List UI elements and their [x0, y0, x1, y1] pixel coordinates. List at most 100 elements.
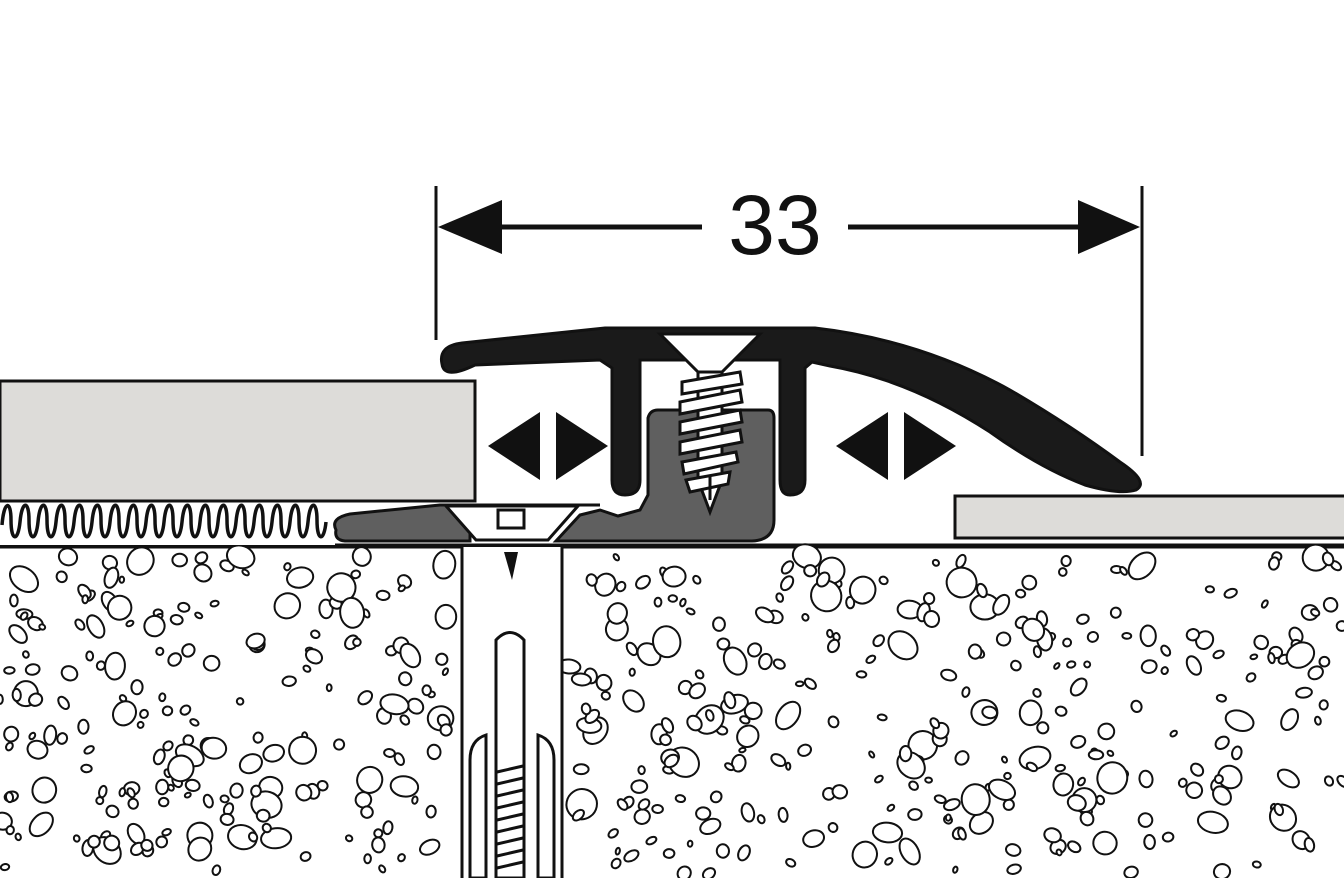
aggregate-pebble — [202, 793, 214, 809]
aggregate-pebble — [1096, 761, 1129, 795]
aggregate-pebble — [1213, 774, 1224, 785]
aggregate-pebble — [126, 546, 155, 576]
aggregate-pebble — [1043, 827, 1062, 844]
aggregate-pebble — [1086, 630, 1099, 643]
aggregate-pebble — [1127, 551, 1157, 581]
aggregate-pebble — [1140, 659, 1158, 674]
aggregate-pebble — [803, 677, 817, 690]
aggregate-pebble — [1130, 699, 1143, 714]
aggregate-pebble — [241, 568, 250, 577]
aggregate-pebble — [794, 680, 805, 688]
aggregate-pebble — [139, 708, 149, 719]
aggregate-pebble — [740, 802, 756, 823]
aggregate-pebble — [158, 692, 167, 703]
aggregate-pebble — [1137, 812, 1154, 828]
aggregate-pebble — [1070, 734, 1087, 749]
aggregate-pebble — [177, 601, 191, 613]
aggregate-pebble — [158, 796, 170, 808]
aggregate-pebble — [379, 693, 410, 716]
aggregate-pebble — [5, 741, 14, 752]
aggregate-pebble — [923, 610, 941, 628]
aggregate-pebble — [5, 825, 15, 836]
aggregate-pebble — [288, 735, 318, 765]
aggregate-pebble — [1196, 810, 1229, 834]
aggregate-pebble — [85, 650, 95, 662]
aggregate-pebble — [1067, 840, 1082, 854]
aggregate-pebble — [397, 584, 406, 593]
aggregate-pebble — [118, 787, 127, 798]
aggregate-pebble — [1021, 617, 1046, 642]
aggregate-pebble — [162, 740, 174, 752]
aggregate-pebble — [981, 705, 999, 720]
aggregate-pebble — [827, 715, 840, 729]
aggregate-pebble — [831, 784, 849, 800]
aggregate-pebble — [425, 804, 437, 819]
aggregate-pebble — [874, 774, 884, 784]
aggregate-pebble — [363, 853, 372, 865]
aggregate-pebble — [344, 834, 354, 843]
aggregate-pebble — [1083, 660, 1092, 669]
aggregate-pebble — [865, 654, 877, 665]
aggregate-pebble — [712, 616, 726, 632]
aggregate-pebble — [57, 547, 79, 567]
aggregate-pebble — [676, 865, 692, 878]
aggregate-pebble — [907, 808, 923, 821]
aggregate-pebble — [316, 779, 329, 792]
aggregate-pebble — [339, 596, 366, 629]
aggregate-pebble — [756, 814, 766, 825]
aggregate-pebble — [1139, 624, 1157, 648]
aggregate-pebble — [872, 634, 885, 648]
aggregate-pebble — [161, 828, 172, 837]
aggregate-pebble — [193, 563, 213, 583]
aggregate-pebble — [1273, 802, 1285, 817]
aggregate-pebble — [661, 565, 687, 588]
aggregate-pebble — [1054, 705, 1068, 717]
aggregate-pebble — [130, 679, 144, 696]
aggregate-pebble — [785, 761, 792, 771]
aggregate-pebble — [1224, 709, 1255, 732]
aggregate-pebble — [101, 554, 119, 571]
aggregate-pebble — [103, 566, 120, 589]
aggregate-pebble — [1318, 655, 1331, 668]
aggregate-pebble — [715, 843, 731, 859]
aggregate-pebble — [961, 686, 971, 698]
aggregate-pebble — [876, 713, 888, 722]
aggregate-pebble — [4, 791, 15, 804]
aggregate-pebble — [200, 736, 228, 760]
aggregate-pebble — [406, 697, 425, 715]
arrowhead-left-icon — [438, 200, 502, 254]
aggregate-pebble — [960, 783, 991, 816]
aggregate-pebble — [957, 827, 967, 841]
aggregate-pebble — [1052, 772, 1075, 797]
aggregate-pebble — [924, 776, 933, 784]
aggregate-pebble — [1190, 762, 1205, 777]
aggregate-pebble — [737, 844, 751, 862]
aggregate-pebble — [426, 743, 442, 761]
aggregate-pebble — [283, 562, 292, 572]
aggregate-pebble — [187, 836, 213, 862]
aggregate-pebble — [152, 748, 166, 766]
aggregate-pebble — [112, 700, 137, 727]
aggregate-pebble — [785, 857, 797, 868]
aggregate-pebble — [791, 543, 822, 570]
aggregate-pebble — [86, 614, 106, 639]
aggregate-pebble — [940, 668, 958, 682]
aggregate-pebble — [225, 544, 256, 570]
aggregate-pebble — [1004, 843, 1022, 857]
aggregate-pebble — [219, 812, 235, 826]
aggregate-pebble — [884, 856, 894, 866]
aggregate-pebble — [595, 673, 613, 692]
dimension-line: 33 — [434, 178, 1144, 456]
dimension-value: 33 — [728, 178, 821, 272]
aggregate-pebble — [435, 652, 449, 666]
aggregate-pebble — [685, 607, 696, 616]
left-underlay — [0, 503, 335, 545]
aggregate-pebble — [1055, 848, 1063, 857]
aggregate-pebble — [612, 553, 621, 562]
aggregate-pebble — [1212, 785, 1232, 806]
aggregate-pebble — [585, 573, 598, 587]
aggregate-pebble — [1260, 599, 1269, 609]
aggregate-pebble — [1212, 649, 1225, 660]
aggregate-pebble — [81, 594, 90, 605]
aggregate-pebble — [780, 560, 795, 575]
